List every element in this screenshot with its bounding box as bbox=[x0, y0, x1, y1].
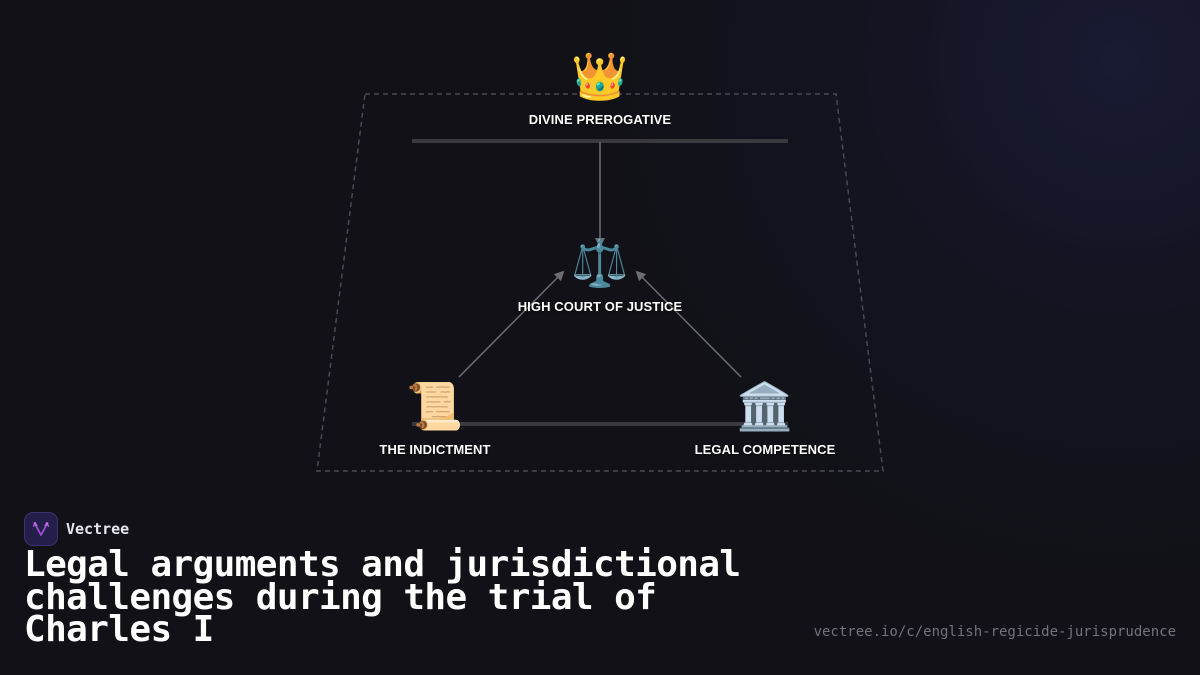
node-divine-prerogative[interactable]: 👑 DIVINE PREROGATIVE bbox=[529, 50, 671, 127]
source-url[interactable]: vectree.io/c/english-regicide-jurisprude… bbox=[813, 624, 1176, 640]
node-label: LEGAL COMPETENCE bbox=[694, 442, 836, 457]
node-high-court-of-justice[interactable]: ⚖️ HIGH COURT OF JUSTICE bbox=[518, 237, 683, 314]
brand[interactable]: Vectree bbox=[24, 512, 129, 546]
classical-building-icon: 🏛️ bbox=[736, 379, 794, 433]
node-label: HIGH COURT OF JUSTICE bbox=[517, 299, 683, 314]
vectree-logo-icon bbox=[24, 512, 58, 546]
crown-icon: 👑 bbox=[571, 49, 629, 103]
node-the-indictment[interactable]: 📜 THE INDICTMENT bbox=[379, 380, 490, 457]
node-legal-competence[interactable]: 🏛️ LEGAL COMPETENCE bbox=[695, 380, 836, 457]
node-label: DIVINE PREROGATIVE bbox=[528, 112, 672, 127]
scroll-icon: 📜 bbox=[406, 379, 464, 433]
brand-name: Vectree bbox=[66, 520, 130, 538]
scales-icon: ⚖️ bbox=[571, 236, 629, 290]
node-label: THE INDICTMENT bbox=[379, 442, 491, 457]
dashed-frame bbox=[316, 93, 884, 472]
edge-competence-to-court bbox=[635, 270, 742, 378]
edge-indictment-to-court bbox=[458, 270, 565, 378]
page-title: Legal arguments and jurisdictional chall… bbox=[24, 544, 741, 650]
